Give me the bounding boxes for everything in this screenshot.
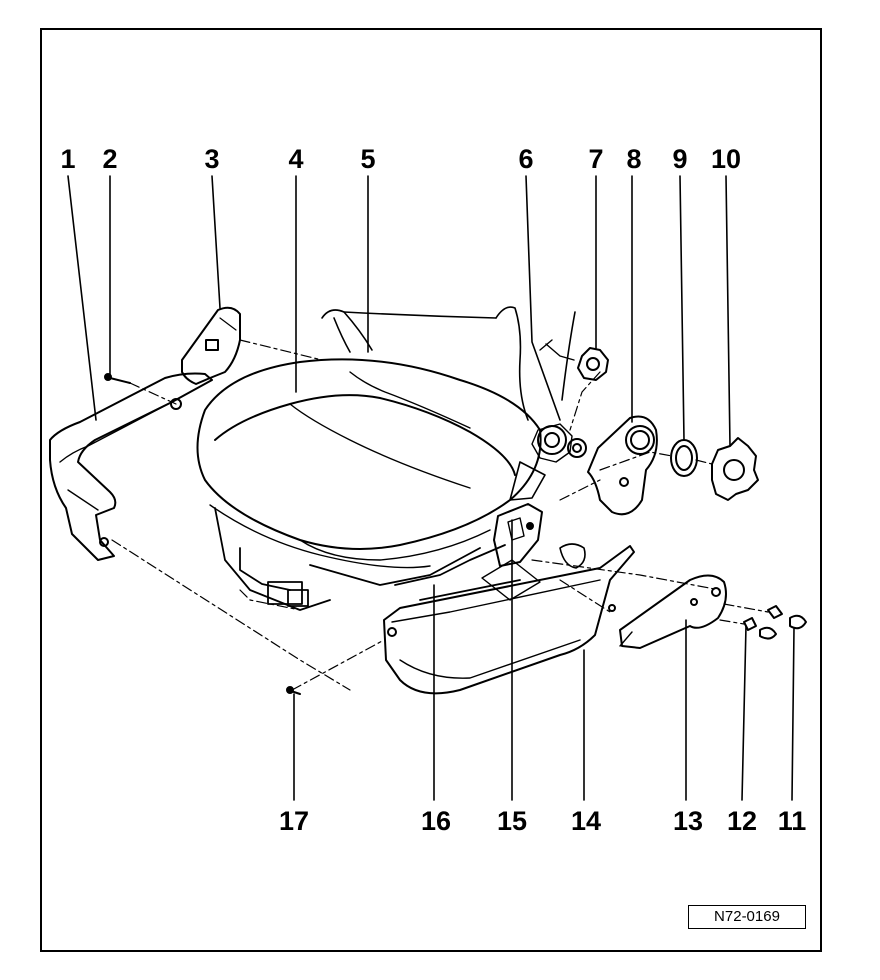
seat-cushion	[196, 358, 542, 569]
knob-7	[539, 339, 609, 381]
callout-7: 7	[588, 144, 603, 174]
right-trim-panel	[383, 545, 635, 695]
screw-17	[286, 686, 301, 695]
ring-9	[670, 439, 698, 477]
callout-17: 17	[279, 806, 309, 836]
handwheel-10	[711, 437, 759, 501]
callout-4: 4	[288, 144, 303, 174]
screw-2	[104, 373, 131, 384]
adjuster-15	[481, 503, 586, 601]
recliner-gear	[509, 423, 587, 501]
callout-15: 15	[497, 806, 527, 836]
callout-14: 14	[571, 806, 601, 836]
callout-11: 11	[778, 806, 807, 836]
callout-8: 8	[626, 144, 641, 174]
seat-frame	[214, 507, 521, 611]
callout-5: 5	[360, 144, 375, 174]
bracket-3	[181, 306, 241, 385]
bracket-8	[587, 415, 658, 516]
callout-12: 12	[727, 806, 757, 836]
callout-16: 16	[421, 806, 451, 836]
fasteners-11-12	[743, 605, 807, 640]
callout-6: 6	[518, 144, 533, 174]
backrest-outline	[321, 306, 576, 421]
callout-9: 9	[672, 144, 687, 174]
callout-2: 2	[102, 144, 117, 174]
leader-lines	[67, 175, 795, 801]
callout-labels: 1 2 3 4 5 6 7 8 9 10 17 16 15 14 13 12 1…	[60, 144, 806, 836]
callout-3: 3	[204, 144, 219, 174]
reference-code: N72-0169	[688, 905, 806, 929]
callout-10: 10	[711, 144, 741, 174]
diagram-frame	[40, 28, 822, 952]
left-trim-panel	[49, 372, 213, 561]
assembly-lines	[111, 339, 769, 691]
callout-13: 13	[673, 806, 703, 836]
callout-1: 1	[60, 144, 75, 174]
lever-13	[619, 574, 727, 649]
